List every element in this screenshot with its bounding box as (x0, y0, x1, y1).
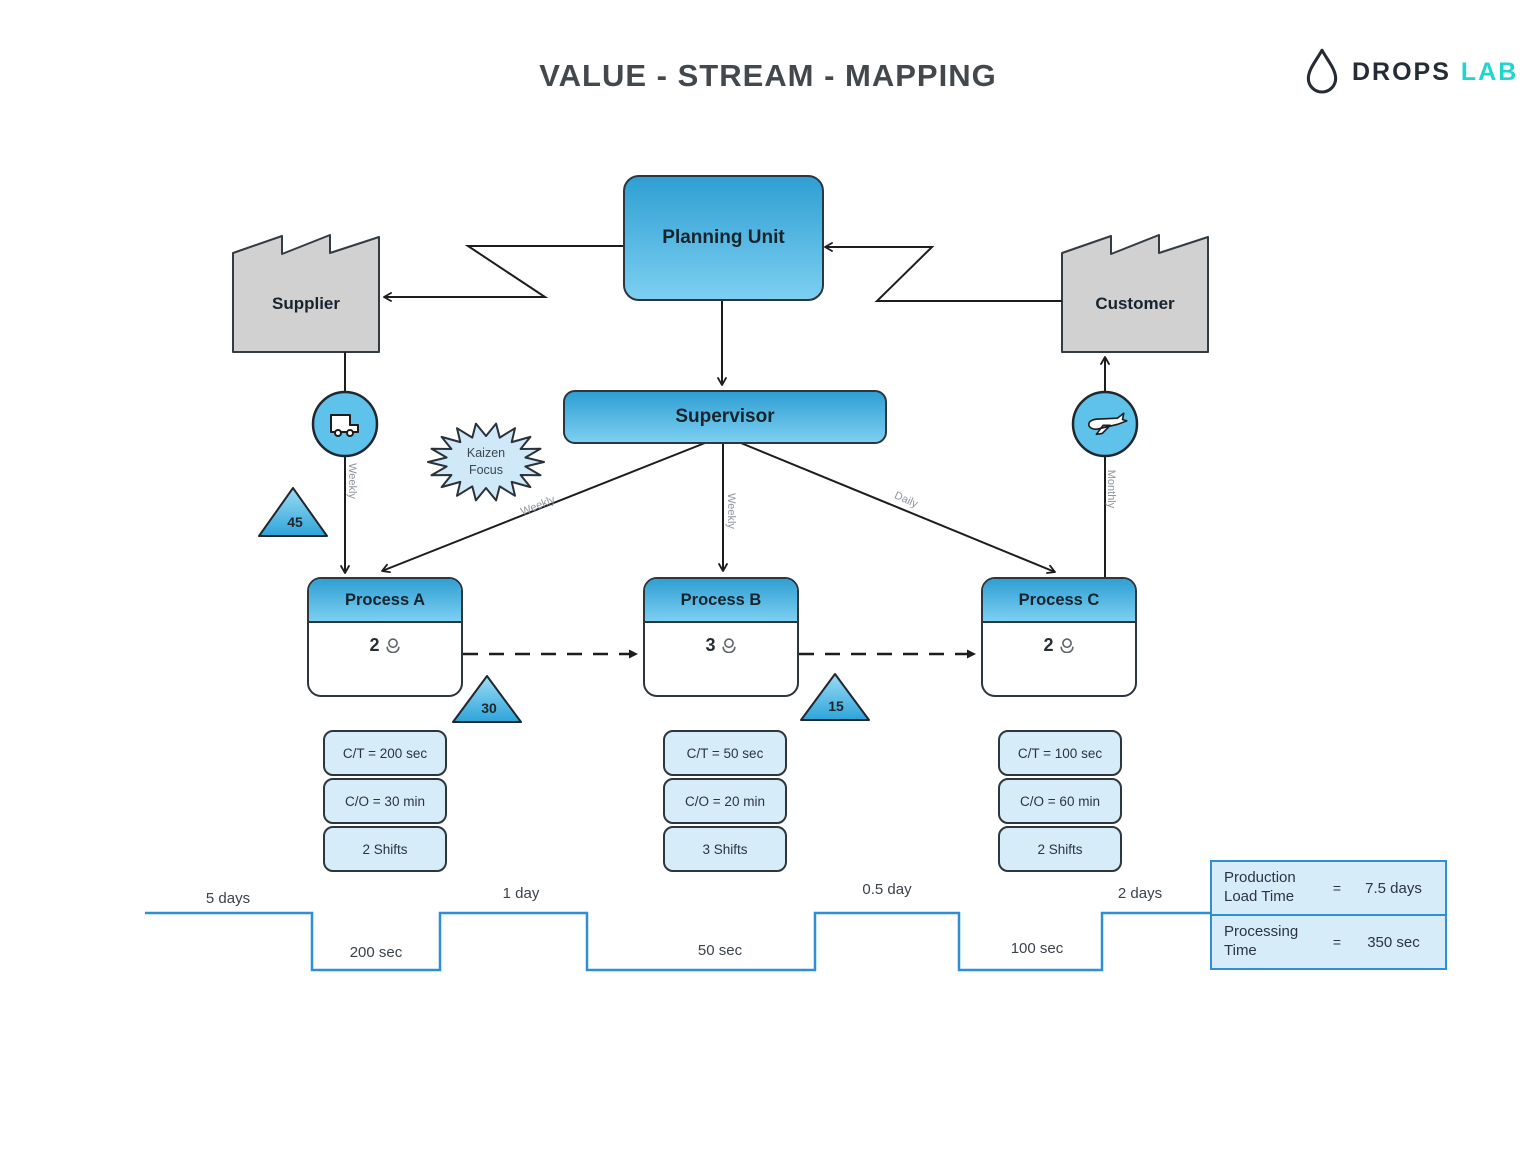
supervisor-to-a-frequency: Weekly (519, 493, 557, 519)
flow-supervisor-to-process-c (735, 440, 1056, 574)
process-c-operator-count: 2 (1043, 635, 1054, 655)
process-c-box: Process C 2 (981, 577, 1137, 697)
process-a-box: Process A 2 (307, 577, 463, 697)
supplier-label: Supplier (271, 294, 340, 313)
info-arrow-customer-to-planning (824, 242, 1062, 302)
kaizen-burst-label: Kaizen Focus (466, 446, 506, 477)
process-a-cycle-time: C/T = 200 sec (323, 730, 447, 776)
production-load-time-row: Production Load Time = 7.5 days (1212, 862, 1445, 914)
brand-logo-lab: LAB (1460, 57, 1519, 86)
process-b-cycle-time: C/T = 50 sec (663, 730, 787, 776)
customer-shipping-frequency: Monthly (1105, 469, 1117, 509)
production-load-time-value: 7.5 days (1365, 879, 1422, 897)
process-a-changeover: C/O = 30 min (323, 778, 447, 824)
truck-icon (330, 414, 359, 437)
inventory-value-supplier: 45 (287, 514, 303, 530)
page-title: VALUE - STREAM - MAPPING (539, 58, 997, 93)
process-a-operator-count: 2 (369, 635, 380, 655)
brand-logo-drops: DROPS (1352, 57, 1451, 86)
process-c-title: Process C (983, 579, 1135, 623)
process-c-cycle-time: C/T = 100 sec (998, 730, 1122, 776)
timeline-lead-3: 0.5 day (862, 881, 912, 898)
droplet-logo-icon (1306, 48, 1338, 94)
production-load-time-label: Production Load Time (1224, 869, 1296, 905)
supervisor-node: Supervisor (563, 390, 887, 444)
timeline-process-1: 200 sec (349, 944, 403, 961)
supervisor-to-b-frequency: Weekly (725, 493, 737, 529)
process-b-operator-count: 3 (705, 635, 716, 655)
customer-label: Customer (1095, 294, 1175, 313)
brand-logo: DROPS LAB (1302, 47, 1518, 97)
planning-unit-node: Planning Unit (623, 175, 824, 301)
processing-time-value: 350 sec (1367, 933, 1420, 951)
process-c-shifts: 2 Shifts (998, 826, 1122, 872)
timeline-process-3: 100 sec (1010, 940, 1064, 957)
process-b-shifts: 3 Shifts (663, 826, 787, 872)
timeline-lead-1: 5 days (205, 890, 251, 907)
timeline-process-2: 50 sec (697, 942, 743, 959)
process-c-changeover: C/O = 60 min (998, 778, 1122, 824)
process-a-title: Process A (309, 579, 461, 623)
supervisor-label: Supervisor (675, 406, 775, 427)
process-a-shifts: 2 Shifts (323, 826, 447, 872)
info-arrow-planning-to-supplier (383, 245, 623, 302)
equals-sign: = (1332, 880, 1342, 896)
operator-icon (721, 638, 736, 653)
operator-icon (385, 638, 400, 653)
process-b-box: Process B 3 (643, 577, 799, 697)
planning-unit-label: Planning Unit (662, 227, 785, 248)
plane-icon (1088, 412, 1128, 436)
inventory-value-after-a: 30 (481, 700, 497, 716)
truck-shipment-circle (311, 390, 379, 458)
operator-icon (1059, 638, 1074, 653)
plane-shipment-circle (1071, 390, 1139, 458)
inventory-value-after-b: 15 (828, 698, 844, 714)
processing-time-label: Processing Time (1224, 923, 1299, 959)
equals-sign: = (1332, 934, 1342, 950)
supplier-shipping-frequency: Weekly (346, 463, 358, 499)
process-b-changeover: C/O = 20 min (663, 778, 787, 824)
timeline-summary-box: Production Load Time = 7.5 days Processi… (1210, 860, 1447, 970)
process-b-title: Process B (645, 579, 797, 623)
timeline-lead-2: 1 day (502, 885, 540, 902)
timeline-lead-4: 2 days (1117, 885, 1163, 902)
supervisor-to-c-frequency: Daily (892, 489, 920, 511)
processing-time-row: Processing Time = 350 sec (1212, 914, 1445, 968)
